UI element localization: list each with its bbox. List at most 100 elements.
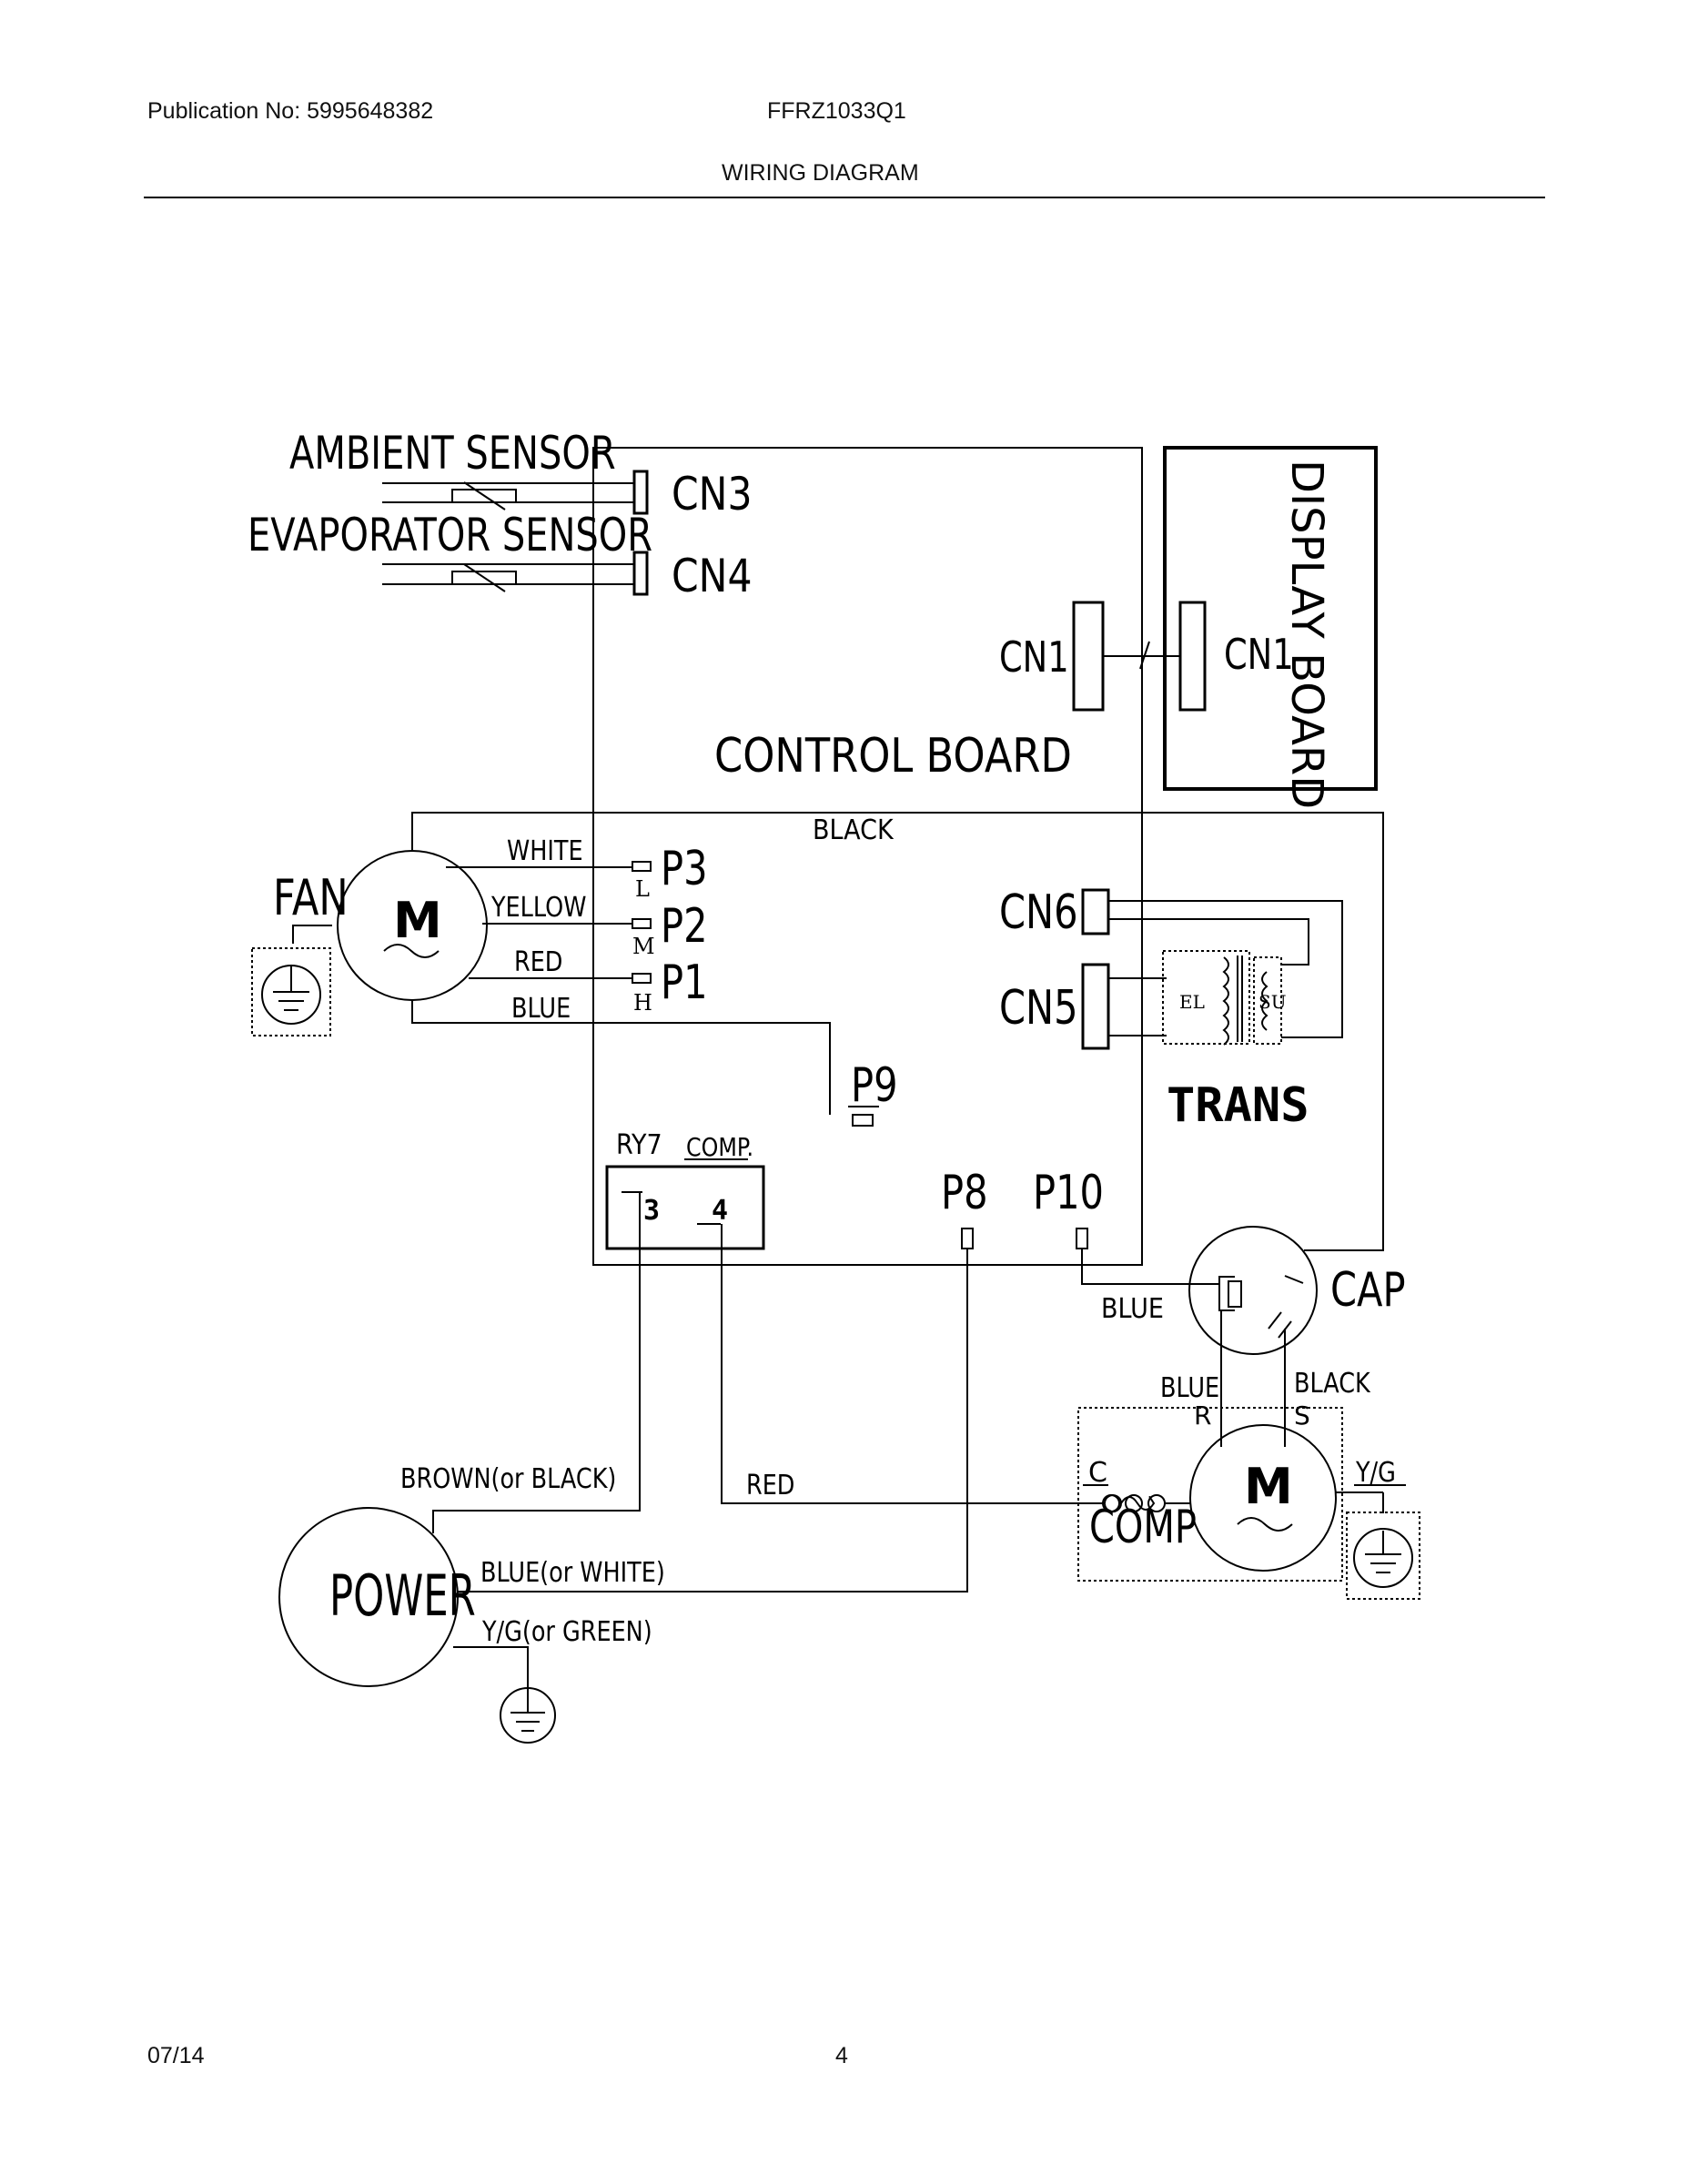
p9-pin [852, 1114, 874, 1127]
relay-comp-label: COMP. [686, 1133, 753, 1162]
speed-high-label: H [633, 990, 652, 1016]
power-circle [278, 1507, 459, 1687]
cn4-label: CN4 [672, 550, 753, 602]
cn6-connector [1081, 888, 1110, 935]
fan-motor-symbol: M [393, 892, 442, 949]
p3-pin [632, 861, 652, 872]
cn4-connector [632, 551, 649, 596]
fan-blue-wire [411, 1000, 831, 1115]
cn1-control-connector [1072, 601, 1105, 712]
cn6-wire-inner [1108, 918, 1309, 966]
black-supply-wire [411, 812, 1384, 1251]
fan-label: FAN [273, 869, 349, 926]
cn3-connector [632, 470, 649, 515]
p1-label: P1 [661, 956, 708, 1011]
speed-low-label: L [635, 876, 650, 902]
comp-yg-label: Y/G [1355, 1456, 1396, 1489]
blue-fan-wire-label: BLUE [511, 992, 571, 1025]
comp-red-wire [721, 1224, 1105, 1504]
cn1-link-break [1139, 641, 1150, 670]
ambient-thermistor-arrow [463, 481, 506, 511]
black-s-wire-label: BLACK [1294, 1367, 1370, 1400]
p8-pin [961, 1228, 974, 1249]
compressor-motor-circle [1189, 1424, 1337, 1572]
p2-label: P2 [661, 899, 708, 955]
comp-c-label: C [1088, 1457, 1107, 1489]
black-wire-label: BLACK [813, 814, 895, 846]
comp-r-label: R [1194, 1400, 1211, 1431]
ambient-sensor-label: AMBIENT SENSOR [289, 427, 616, 480]
cn6-wire-outer [1108, 900, 1343, 1038]
cn1-display-label: CN1 [1224, 630, 1294, 679]
cn1-display-connector [1178, 601, 1207, 712]
relay-box [605, 1165, 765, 1250]
capacitor-terminal-c [1218, 1276, 1235, 1311]
cn5-label: CN5 [999, 981, 1078, 1036]
cn3-label: CN3 [672, 468, 753, 521]
fan-ground-circle [261, 965, 321, 1025]
fan-ground-lead [292, 925, 332, 944]
evap-thermistor-arrow [463, 563, 506, 592]
blue-r-wire-label: BLUE [1160, 1371, 1219, 1404]
cn6-label: CN6 [999, 885, 1078, 941]
control-board-label: CONTROL BOARD [714, 729, 1072, 784]
relay-pin4-label: 4 [712, 1195, 728, 1227]
p1-pin [632, 973, 652, 984]
capacitor-terminal-c-slot [1228, 1280, 1242, 1308]
p10-label: P10 [1033, 1166, 1104, 1221]
model-number: FFRZ1033Q1 [767, 98, 906, 124]
cn5-connector [1081, 963, 1110, 1050]
power-brown-wire [432, 1192, 641, 1533]
relay-name-label: RY7 [616, 1129, 662, 1161]
footer-date: 07/14 [147, 2043, 205, 2068]
red-comp-wire-label: RED [746, 1469, 794, 1502]
p3-label: P3 [661, 842, 708, 897]
speed-mid-label: M [632, 934, 655, 959]
p8-label: P8 [941, 1166, 988, 1221]
capacitor-circle [1188, 1226, 1318, 1355]
page-number: 4 [835, 2043, 848, 2068]
transformer-el-label: EL [1179, 991, 1205, 1013]
header-divider [144, 197, 1545, 198]
power-label: POWER [329, 1562, 476, 1629]
white-wire-label: WHITE [507, 834, 583, 867]
display-board-label: DISPLAY BOARD [1281, 460, 1332, 809]
yellow-wire-label: YELLOW [490, 891, 586, 924]
compressor-box [1077, 1407, 1343, 1582]
cn1-control-label: CN1 [999, 632, 1069, 682]
transformer-secondary-coil [1261, 971, 1269, 1031]
p10-pin [1076, 1228, 1088, 1249]
fan-ground-box [251, 947, 331, 1036]
red-fan-wire-label: RED [514, 945, 562, 978]
blue-white-wire-label: BLUE(or WHITE) [480, 1556, 665, 1589]
control-board-outline [592, 447, 1143, 1266]
display-board-outline [1163, 446, 1378, 791]
brown-wire-label: BROWN(or BLACK) [400, 1462, 616, 1495]
transformer-label: TRANS [1167, 1078, 1309, 1133]
transformer-box [1162, 950, 1250, 1045]
compressor-motor-tilde [1237, 1517, 1293, 1532]
power-blue-wire [458, 1249, 968, 1592]
transformer-primary-coil [1222, 956, 1229, 1046]
comp-ground-box [1346, 1512, 1420, 1600]
compressor-label: COMP [1089, 1501, 1197, 1554]
page-title: WIRING DIAGRAM [722, 160, 919, 186]
blue-cap-wire-label: BLUE [1101, 1293, 1164, 1325]
fan-motor-tilde [383, 944, 440, 958]
power-yg-wire [453, 1646, 529, 1688]
transformer-secondary-box [1253, 956, 1282, 1045]
capacitor-terminal-1 [1268, 1311, 1282, 1330]
p10-cap-blue-wire [1081, 1249, 1219, 1285]
p9-label: P9 [851, 1058, 898, 1114]
relay-pin3-label: 3 [643, 1195, 660, 1227]
compressor-motor-symbol: M [1244, 1458, 1293, 1515]
capacitor-terminal-3 [1284, 1275, 1304, 1284]
comp-ground-circle [1353, 1528, 1413, 1588]
publication-number: Publication No: 5995648382 [147, 98, 434, 124]
overload-coil-2 [1125, 1494, 1143, 1512]
comp-s-label: S [1294, 1400, 1310, 1431]
p2-pin [632, 918, 652, 929]
evaporator-sensor-label: EVAPORATOR SENSOR [248, 509, 652, 562]
yg-green-wire-label: Y/G(or GREEN) [481, 1615, 652, 1648]
